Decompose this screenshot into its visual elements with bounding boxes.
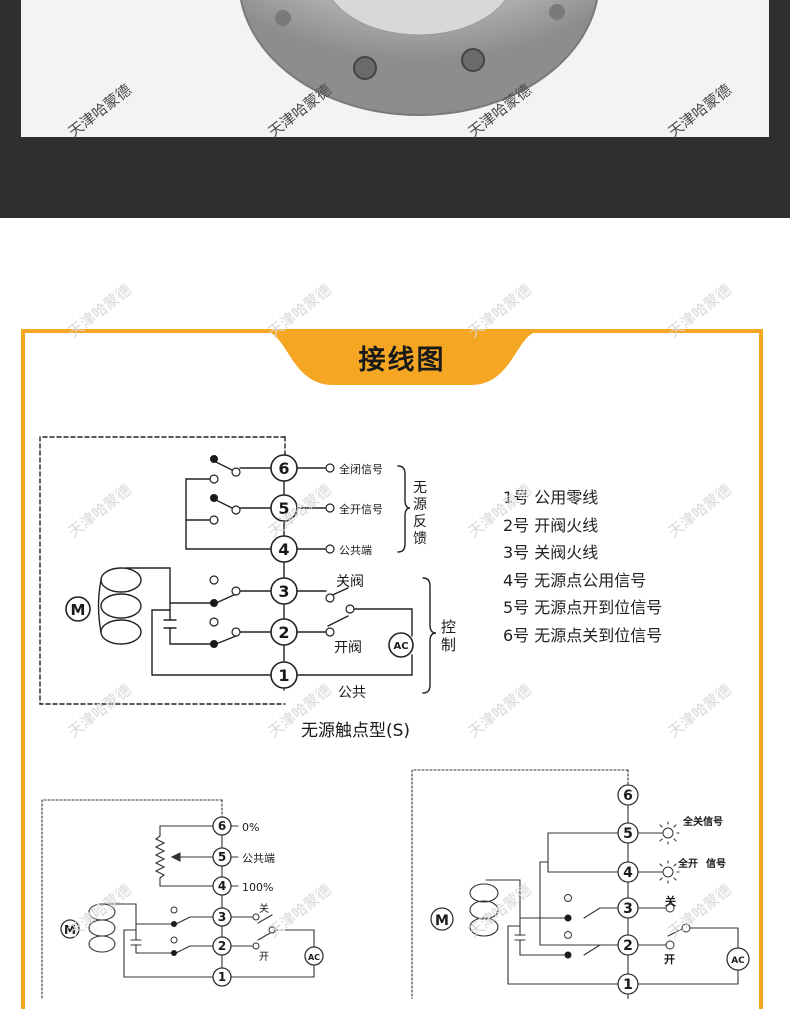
diagram-s-terminals (65, 454, 414, 689)
common-label: 公共端 (242, 852, 275, 865)
legend-item: 1号 公用零线 (503, 488, 599, 507)
svg-text:6: 6 (278, 459, 289, 478)
pct100-label: 100% (242, 881, 273, 894)
svg-text:6: 6 (623, 788, 633, 804)
open-label: 开 (259, 952, 269, 963)
open-label: 开 (664, 953, 675, 966)
product-photo (21, 0, 769, 137)
passive-feedback-char: 馈 (413, 531, 427, 547)
svg-text:4: 4 (218, 879, 226, 893)
contact-dot-closed (210, 455, 218, 463)
svg-text:4: 4 (278, 540, 289, 559)
svg-text:3: 3 (218, 910, 226, 924)
diagram-s-caption: 无源触点型(S) (301, 721, 410, 741)
contact-dot-closed (210, 599, 218, 607)
passive-feedback-char: 反 (413, 514, 427, 530)
ac-label: AC (393, 641, 408, 652)
control-char: 制 (441, 636, 456, 654)
diagram-pot-terminal-numbers: 6 5 4 3 2 1 (218, 819, 226, 984)
diagram-s-terminal-numbers: 6 5 4 3 2 1 (278, 459, 289, 685)
diagram-pot-terminals (60, 816, 324, 987)
diagram-pot (41, 799, 315, 999)
close-valve-label: 关阀 (336, 574, 364, 590)
legend-item: 2号 开阀火线 (503, 515, 599, 535)
signal-common-label: 公共端 (339, 544, 372, 557)
diagram-lamp-text: M AC 全关信号 全开 信号 关 开 (435, 815, 745, 966)
svg-text:6: 6 (218, 819, 226, 833)
diagram-lamp-dots (564, 914, 572, 959)
signal-open-label: 全开信号 (339, 502, 383, 516)
passive-feedback-char: 无 (413, 480, 427, 496)
diagram-s-text: M AC 全闭信号 全开信号 公共端 无 源 反 馈 关阀 开阀 公共 控 制 … (71, 462, 456, 741)
pct0-label: 0% (242, 821, 259, 834)
diagram-pot-text: M AC 0% 公共端 100% 关 开 (64, 821, 320, 963)
motor-label: M (435, 913, 449, 929)
diagram-lamp-open-contacts (564, 827, 691, 950)
diagram-lamp-terminals (430, 784, 750, 995)
svg-text:3: 3 (623, 901, 633, 917)
terminal-legend: 1号 公用零线 2号 开阀火线 3号 关阀火线 4号 无源点公用信号 5号 无源… (503, 484, 662, 649)
ac-label: AC (308, 953, 320, 962)
motor-label: M (64, 923, 76, 937)
svg-text:3: 3 (278, 582, 289, 601)
wiper-arrow (170, 852, 215, 862)
close-label: 关 (259, 902, 269, 915)
svg-text:1: 1 (278, 666, 289, 685)
svg-text:1: 1 (623, 977, 633, 993)
title-tab (271, 333, 533, 385)
signal-label: 信号 (706, 857, 726, 870)
svg-text:4: 4 (623, 865, 633, 881)
svg-text:5: 5 (218, 850, 226, 864)
passive-feedback-char: 源 (413, 497, 427, 513)
diagram-lamp-terminal-numbers: 6 5 4 3 2 1 (623, 788, 633, 993)
svg-text:5: 5 (623, 826, 633, 842)
legend-item: 5号 无源点开到位信号 (503, 598, 663, 617)
diagram-s-open-contacts (209, 463, 355, 637)
contact-dot-closed (210, 640, 218, 648)
control-char: 控 (441, 618, 456, 636)
all-open-label: 全开 (677, 857, 698, 870)
motor-label: M (71, 601, 86, 619)
diagram-s-dots (210, 455, 218, 648)
svg-text:2: 2 (623, 938, 633, 954)
wiring-frame (21, 329, 763, 1009)
contact-dot-closed (210, 494, 218, 502)
flange-image (240, 0, 598, 116)
common-label: 公共 (338, 685, 366, 701)
diagram-pot-dots (171, 921, 177, 956)
svg-text:2: 2 (218, 939, 226, 953)
signal-closed-label: 全闭信号 (339, 462, 383, 476)
diagram-pot-open-contacts (170, 906, 276, 950)
page-title: 接线图 (358, 345, 446, 376)
legend-item: 6号 无源点关到位信号 (503, 625, 663, 645)
legend-item: 4号 无源点公用信号 (503, 570, 647, 590)
legend-item: 3号 关阀火线 (503, 543, 599, 562)
ac-label: AC (731, 956, 745, 966)
svg-text:5: 5 (278, 499, 289, 518)
diagram-s (39, 436, 437, 705)
svg-text:2: 2 (278, 623, 289, 642)
diagram-lamp (411, 769, 739, 999)
open-valve-label: 开阀 (334, 640, 362, 656)
close-label: 关 (665, 894, 676, 908)
all-close-signal-label: 全关信号 (682, 815, 723, 828)
svg-text:1: 1 (218, 970, 226, 984)
